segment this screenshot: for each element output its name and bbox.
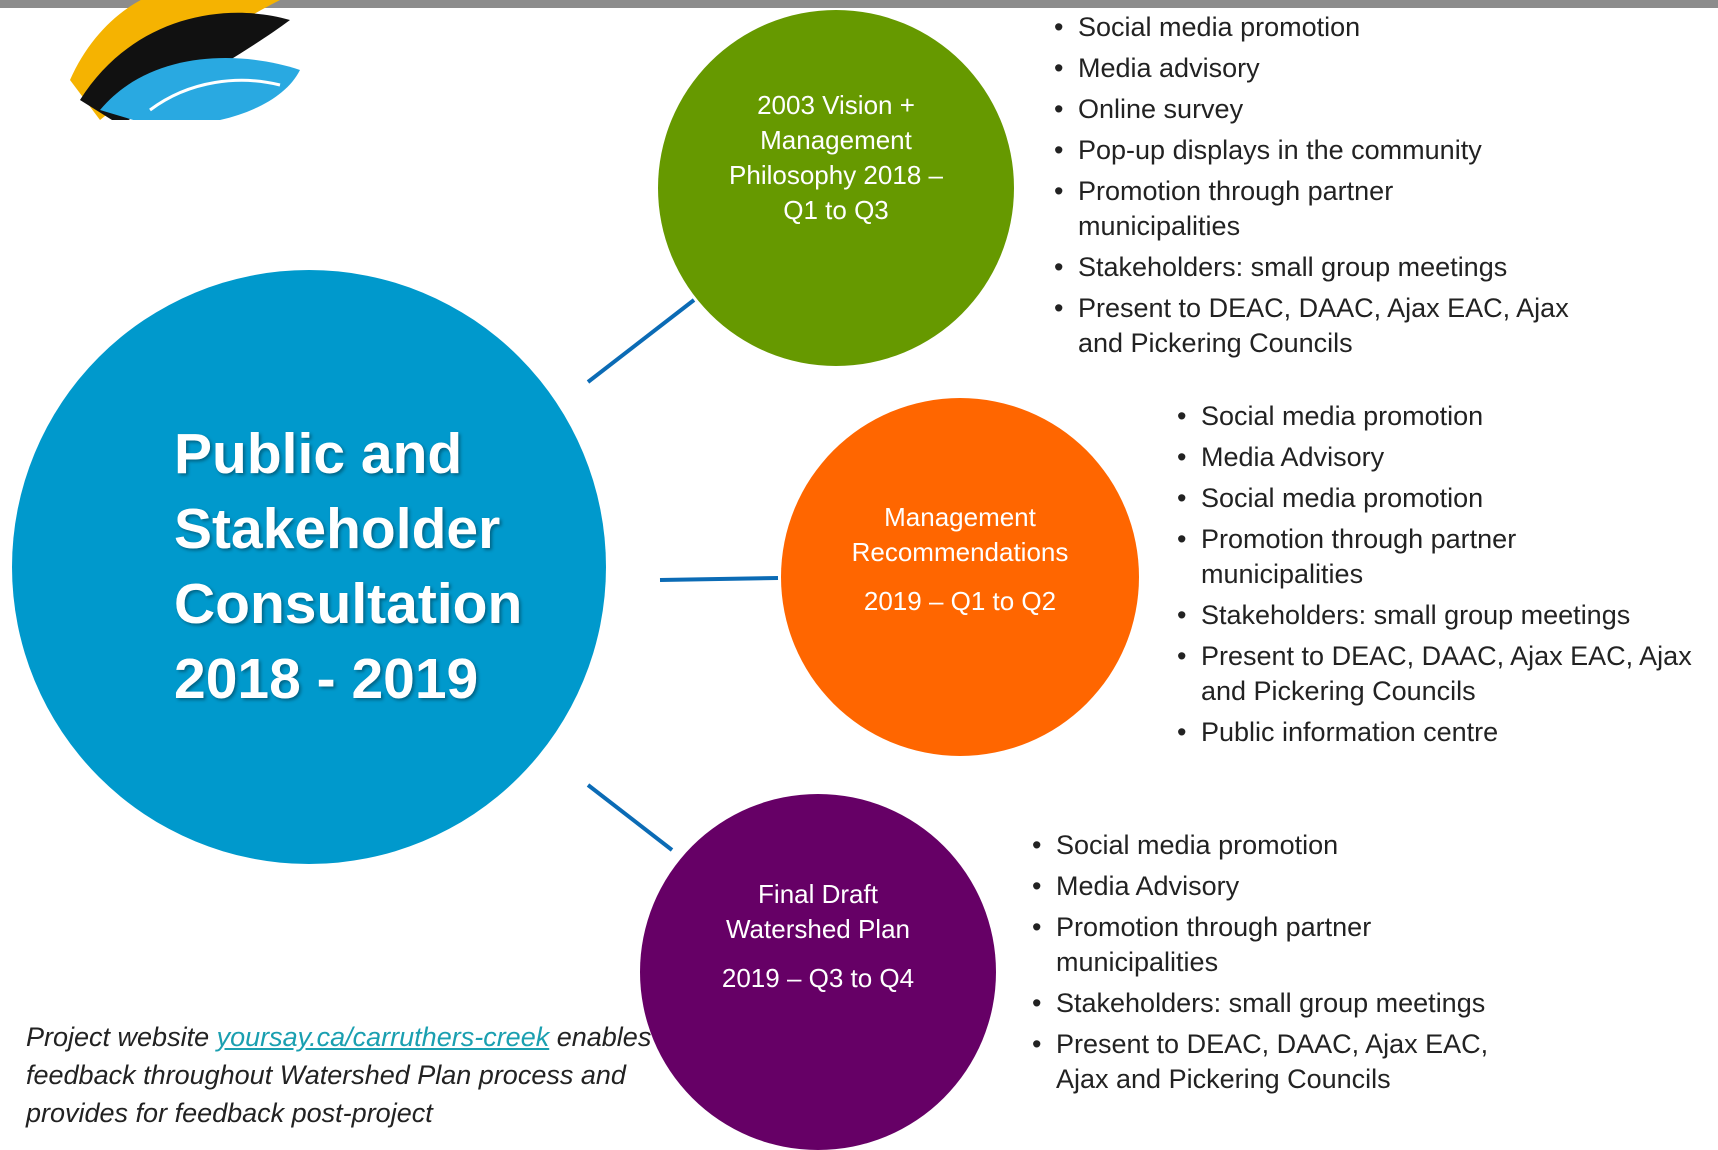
list-item: Media advisory: [1052, 51, 1612, 86]
project-website-link[interactable]: yoursay.ca/carruthers-creek: [216, 1022, 550, 1052]
list-item: Social media promotion: [1175, 399, 1715, 434]
list-item: Social media promotion: [1030, 828, 1530, 863]
activity-list-vision: Social media promotion Media advisory On…: [1052, 10, 1612, 367]
phase-title-final-draft: Final Draft Watershed Plan: [725, 878, 911, 944]
activity-list-final-draft: Social media promotion Media Advisory Pr…: [1030, 828, 1530, 1103]
phase-circle-recommendations: Management Recommendations 2019 – Q1 to …: [781, 398, 1139, 756]
activity-list-recommendations: Social media promotion Media Advisory So…: [1175, 399, 1715, 756]
phase-title-vision: 2003 Vision + Management Philosophy 2018…: [729, 90, 943, 225]
list-item: Pop-up displays in the community: [1052, 133, 1612, 168]
phase-circle-vision: 2003 Vision + Management Philosophy 2018…: [658, 10, 1014, 366]
list-item: Present to DEAC, DAAC, Ajax EAC, Ajax an…: [1030, 1027, 1496, 1097]
top-bar: [0, 0, 1718, 8]
list-item: Stakeholders: small group meetings: [1175, 598, 1715, 633]
list-item: Media Advisory: [1175, 440, 1715, 475]
list-item: Online survey: [1052, 92, 1612, 127]
connector-green: [586, 298, 696, 384]
list-item: Promotion through partner municipalities: [1175, 522, 1571, 592]
phase-period-final-draft: 2019 – Q3 to Q4: [721, 962, 915, 993]
list-item: Promotion through partner municipalities: [1052, 174, 1448, 244]
footnote-suffix: enables feedback throughout Watershed Pl…: [26, 1022, 652, 1128]
main-topic-title: Public and Stakeholder Consultation 2018…: [174, 422, 523, 711]
phase-title-recommendations: Management Recommendations: [851, 501, 1069, 567]
list-item: Social media promotion: [1052, 10, 1612, 45]
list-item: Media Advisory: [1030, 869, 1530, 904]
list-item: Social media promotion: [1175, 481, 1715, 516]
connector-purple: [586, 783, 674, 852]
list-item: Present to DEAC, DAAC, Ajax EAC, Ajax an…: [1052, 291, 1578, 361]
main-topic-circle: Public and Stakeholder Consultation 2018…: [12, 270, 606, 864]
footnote: Project website yoursay.ca/carruthers-cr…: [26, 1018, 666, 1132]
organization-logo: [70, 0, 300, 120]
list-item: Stakeholders: small group meetings: [1030, 986, 1530, 1021]
phase-circle-final-draft: Final Draft Watershed Plan 2019 – Q3 to …: [640, 794, 996, 1150]
phase-period-recommendations: 2019 – Q1 to Q2: [863, 585, 1057, 616]
footnote-prefix: Project website: [26, 1022, 210, 1052]
list-item: Public information centre: [1175, 715, 1715, 750]
connector-orange: [659, 576, 779, 582]
list-item: Present to DEAC, DAAC, Ajax EAC, Ajax an…: [1175, 639, 1718, 709]
list-item: Promotion through partner municipalities: [1030, 910, 1426, 980]
list-item: Stakeholders: small group meetings: [1052, 250, 1612, 285]
